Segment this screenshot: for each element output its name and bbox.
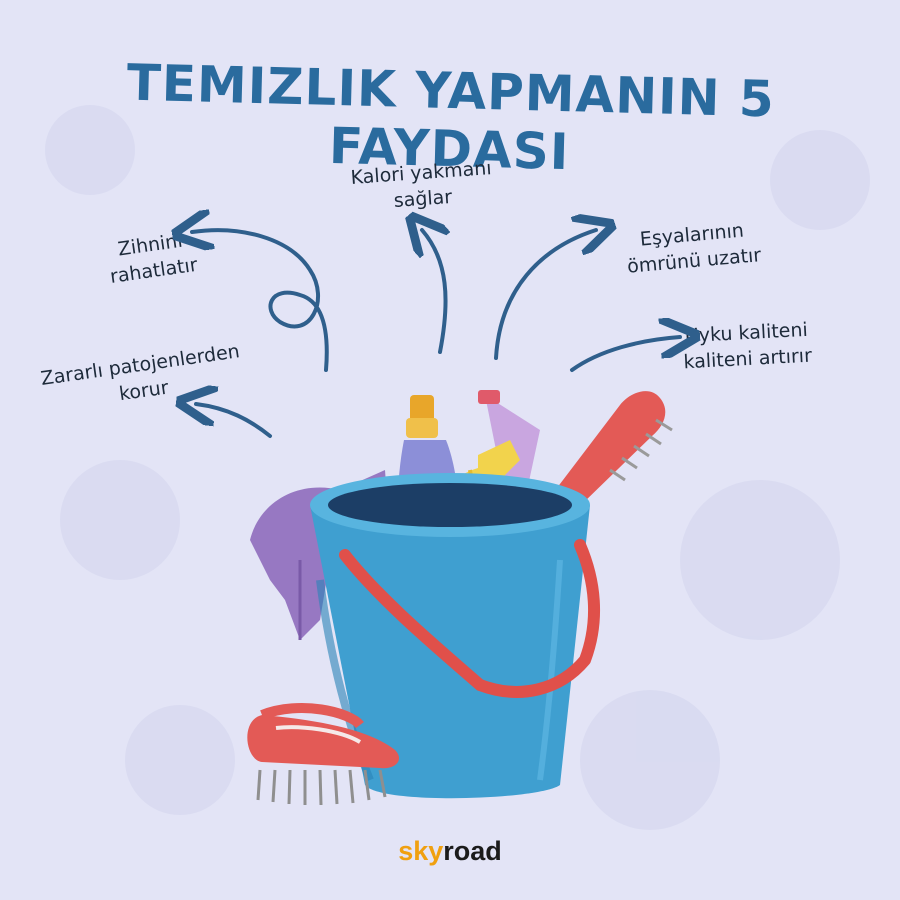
brand-logo-part1: sky bbox=[398, 836, 444, 866]
arrow-to-item-life bbox=[494, 230, 596, 360]
arrow-to-relax bbox=[192, 230, 329, 372]
brand-logo-part2: road bbox=[443, 836, 502, 866]
arrow-to-calories bbox=[422, 230, 446, 354]
bucket-handle bbox=[339, 539, 601, 698]
arrow-to-sleep bbox=[570, 337, 680, 372]
hand-brush-icon bbox=[247, 703, 400, 806]
brand-logo: skyroad bbox=[0, 836, 900, 867]
arrow-to-pathogens bbox=[196, 404, 272, 438]
